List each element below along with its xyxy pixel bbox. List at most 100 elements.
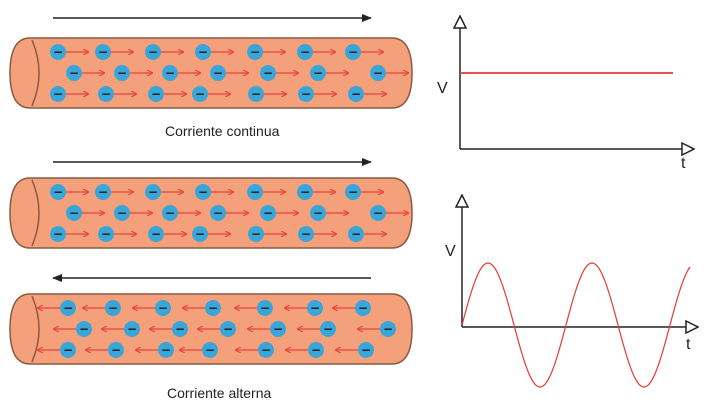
ac-backward-electron-sign: − [175, 322, 185, 336]
dc-electron [310, 65, 326, 81]
ac-forward-electron-sign: − [53, 185, 63, 199]
dc-electron [210, 65, 226, 81]
ac-forward-electron-sign: − [101, 227, 111, 241]
ac-backward-electron-sign: − [311, 343, 321, 357]
dc-tube-opening [31, 39, 40, 107]
ac-forward-electron-sign: − [351, 227, 361, 241]
dc-electron [50, 44, 66, 60]
ac-forward-electron [297, 184, 313, 200]
dc-electron-sign: − [98, 45, 108, 59]
ac-forward-electron-sign: − [165, 206, 175, 220]
ac-forward-electron [114, 205, 130, 221]
ac-forward-electron-sign: − [263, 206, 273, 220]
ac-backward-electron [380, 321, 396, 337]
ac-backward-electron [60, 300, 76, 316]
ac-forward-electron [98, 226, 114, 242]
ac-backward-electron [257, 300, 273, 316]
ac-backward-electron-sign: − [161, 343, 171, 357]
ac-backward-electron-sign: − [111, 343, 121, 357]
ac-forward-electron-sign: − [195, 227, 205, 241]
ac-backward-electron [308, 342, 324, 358]
dc-electron [114, 65, 130, 81]
dc-electron-sign: − [53, 45, 63, 59]
ac-backward-electron-sign: − [383, 322, 393, 336]
ac-caption: Corriente alterna [167, 385, 272, 401]
dc-electron [297, 44, 313, 60]
ac-forward-electron-sign: − [53, 227, 63, 241]
ac-backward-electron-sign: − [361, 343, 371, 357]
dc-electron-sign: − [250, 45, 260, 59]
dc-electron [145, 44, 161, 60]
ac-backward-electron-sign: − [273, 322, 283, 336]
ac-forward-electron [260, 205, 276, 221]
dc-graph-y-label: V [437, 80, 448, 97]
dc-electron-sign: − [101, 87, 111, 101]
dc-electron-sign: − [313, 66, 323, 80]
ac-backward-electron [76, 321, 92, 337]
ac-backward-electron-sign: − [108, 301, 118, 315]
ac-backward-electron-sign: − [63, 343, 73, 357]
dc-electron-sign: − [195, 87, 205, 101]
ac-backward-electron [205, 300, 221, 316]
dc-electron-sign: − [117, 66, 127, 80]
dc-electron [98, 86, 114, 102]
ac-forward-tube-opening [31, 179, 40, 247]
ac-backward-electron [108, 342, 124, 358]
dc-electron-sign: − [148, 45, 158, 59]
ac-backward-electron-sign: − [158, 301, 168, 315]
dc-electron-sign: − [213, 66, 223, 80]
dc-electron-sign: − [351, 87, 361, 101]
ac-backward-electron [172, 321, 188, 337]
ac-backward-electron [60, 342, 76, 358]
ac-forward-electron [298, 226, 314, 242]
ac-backward-electron [124, 321, 140, 337]
ac-forward-electron [248, 226, 264, 242]
dc-electron-sign: − [53, 87, 63, 101]
ac-forward-electron [310, 205, 326, 221]
dc-electron [162, 65, 178, 81]
ac-forward-electron-sign: − [69, 206, 79, 220]
dc-electron-sign: − [151, 87, 161, 101]
ac-forward-electron-sign: − [348, 185, 358, 199]
ac-forward-electron-sign: − [301, 227, 311, 241]
ac-backward-electron [355, 300, 371, 316]
ac-forward-electron [210, 205, 226, 221]
ac-forward-electron-sign: − [251, 227, 261, 241]
ac-backward-electron [220, 321, 236, 337]
ac-backward-electron-sign: − [260, 301, 270, 315]
dc-electron-sign: − [69, 66, 79, 80]
dc-caption: Corriente continua [165, 123, 280, 139]
dc-electron [50, 86, 66, 102]
ac-forward-electron [192, 226, 208, 242]
dc-electron [247, 44, 263, 60]
ac-forward-electron-sign: − [198, 185, 208, 199]
ac-backward-electron [307, 300, 323, 316]
ac-forward-electron-sign: − [250, 185, 260, 199]
ac-forward-electron-sign: − [151, 227, 161, 241]
dc-electron [260, 65, 276, 81]
ac-forward-electron [50, 226, 66, 242]
ac-backward-electron-sign: − [261, 343, 271, 357]
ac-backward-electron [270, 321, 286, 337]
dc-electron [345, 44, 361, 60]
ac-backward-electron-sign: − [310, 301, 320, 315]
ac-backward-electron [105, 300, 121, 316]
ac-forward-electron [162, 205, 178, 221]
ac-backward-electron-sign: − [63, 301, 73, 315]
dc-electron [348, 86, 364, 102]
ac-backward-electron-sign: − [79, 322, 89, 336]
ac-forward-electron-sign: − [98, 185, 108, 199]
ac-backward-electron-sign: − [223, 322, 233, 336]
ac-forward-electron [66, 205, 82, 221]
ac-backward-tube-opening [31, 295, 40, 363]
dc-electron [195, 44, 211, 60]
ac-backward-electron-sign: − [205, 343, 215, 357]
dc-electron-sign: − [373, 66, 383, 80]
dc-electron [148, 86, 164, 102]
ac-forward-electron-sign: − [300, 185, 310, 199]
ac-forward-electron [370, 205, 386, 221]
dc-electron-sign: − [198, 45, 208, 59]
dc-graph-x-label: t [681, 155, 686, 172]
